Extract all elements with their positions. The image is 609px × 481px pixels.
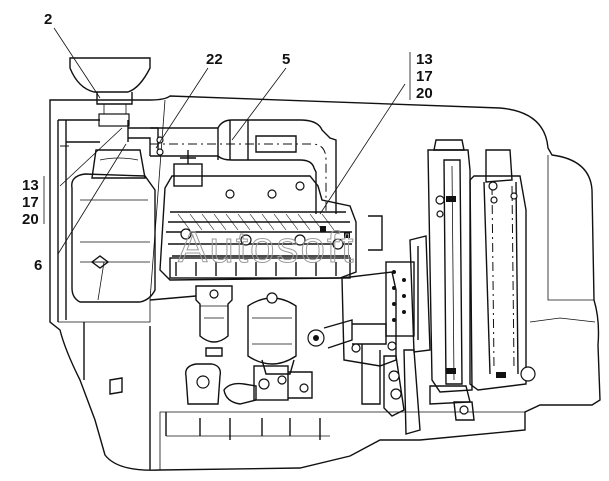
- hood-outline: [49, 95, 601, 471]
- callout-5: 5: [282, 51, 290, 68]
- oil-filter: [247, 292, 353, 375]
- watermark-text: Autosoft: [178, 223, 355, 272]
- leader-lines: [53, 27, 406, 255]
- callout-brackets: [43, 52, 411, 224]
- air-intake-cap: [69, 57, 151, 127]
- fuel-filter: [149, 285, 233, 357]
- frame-rail: [83, 322, 330, 470]
- callout-17-right: 17: [416, 68, 433, 85]
- callout-17-left: 17: [22, 194, 39, 211]
- callout-20-right: 20: [416, 85, 433, 102]
- intake-frame: [57, 119, 159, 322]
- callout-22: 22: [206, 51, 223, 68]
- callout-6: 6: [34, 257, 42, 274]
- callout-13-right: 13: [416, 51, 433, 68]
- callout-20-left: 20: [22, 211, 39, 228]
- radiator: [427, 139, 536, 421]
- callout-2: 2: [44, 11, 52, 28]
- front-pump-housing: [341, 235, 431, 435]
- intake-pipe: [150, 119, 337, 214]
- engine-block: [159, 150, 383, 281]
- callout-13-left: 13: [22, 177, 39, 194]
- air-filter: [71, 149, 156, 303]
- starter-assembly: [185, 363, 313, 405]
